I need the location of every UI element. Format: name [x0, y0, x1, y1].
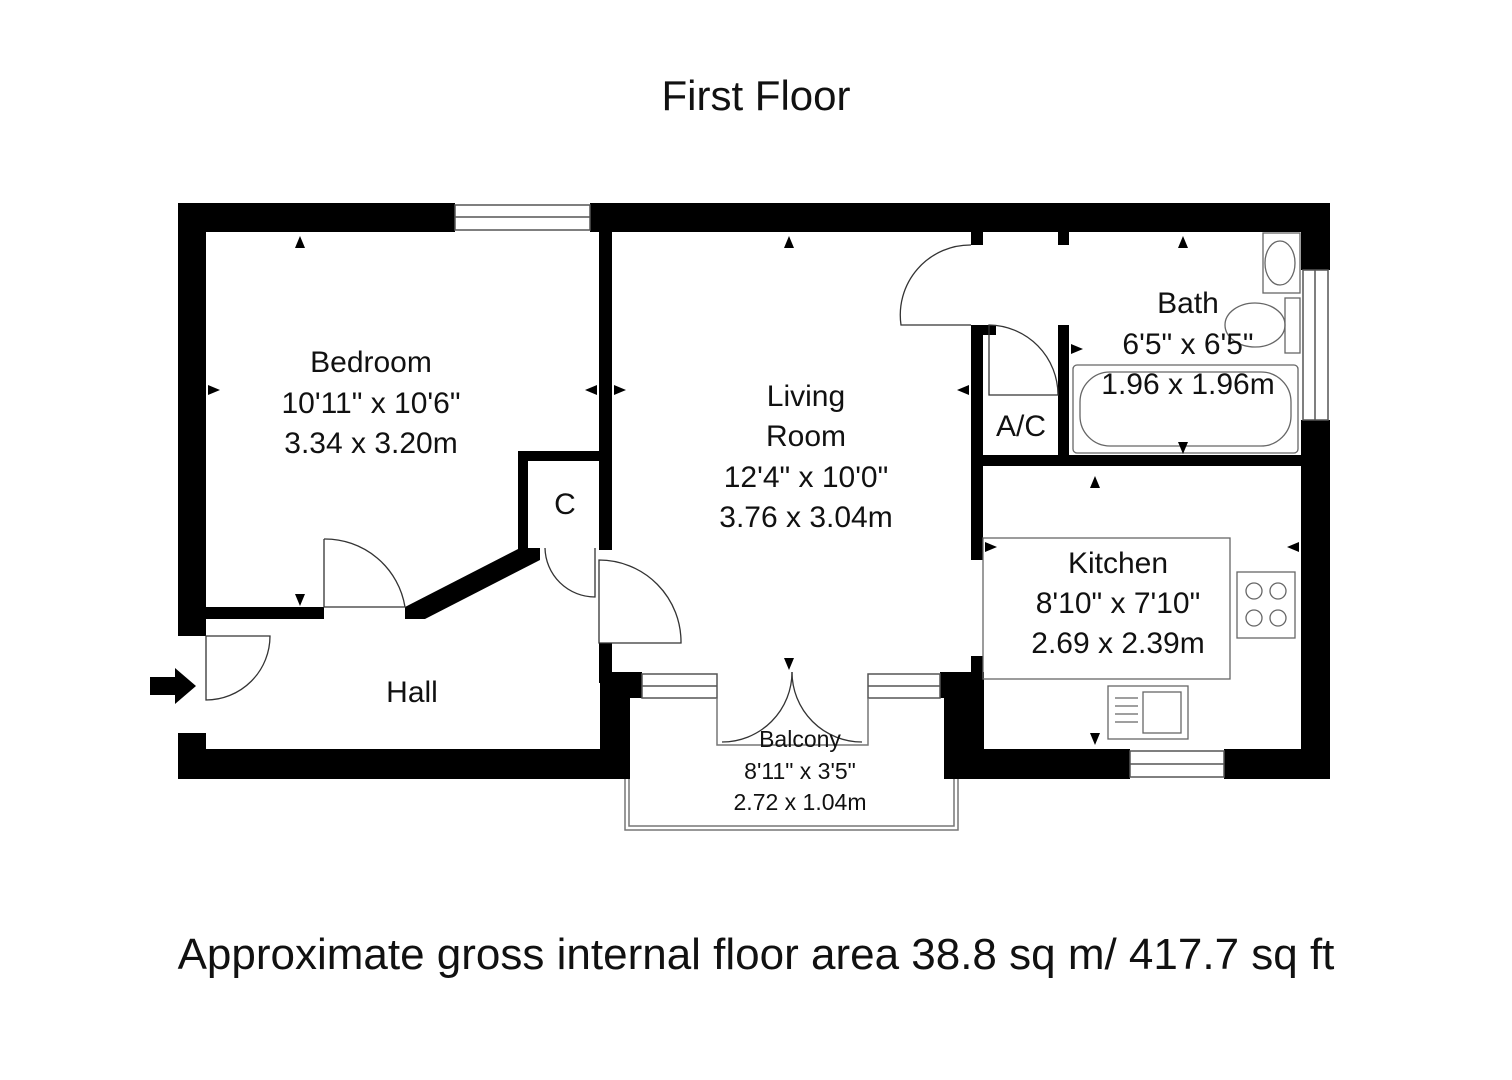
living-top-door [899, 244, 972, 326]
doors [205, 244, 1059, 743]
windows [454, 204, 1329, 778]
basin [1262, 232, 1301, 294]
balcony-metric: 2.72 x 1.04m [734, 789, 867, 815]
toilet-bowl [1224, 302, 1286, 348]
floor-area-note: Approximate gross internal floor area 38… [177, 930, 1335, 979]
bathtub [1072, 364, 1299, 454]
living-name-line1: Living [767, 380, 845, 413]
bath-imperial: 6'5" x 6'5" [1122, 328, 1253, 361]
balcony-name: Balcony [759, 726, 841, 752]
bedroom-metric: 3.34 x 3.20m [284, 427, 457, 460]
hob [1236, 571, 1296, 639]
bedroom-name: Bedroom [310, 346, 432, 379]
cupboard-door [544, 547, 596, 598]
kitchen-imperial: 8'10" x 7'10" [1036, 587, 1201, 620]
ac-name: A/C [996, 410, 1046, 443]
balcony-door-right [791, 671, 863, 743]
ac-door [988, 324, 1059, 396]
entrance-arrow-icon [150, 668, 196, 704]
kitchen-metric: 2.69 x 2.39m [1031, 627, 1204, 660]
cupboard-name: C [554, 488, 576, 521]
hall-name: Hall [386, 676, 438, 709]
bedroom-imperial: 10'11" x 10'6" [282, 387, 461, 420]
living-door [598, 559, 682, 644]
bedroom-door [323, 538, 406, 608]
kitchen-name: Kitchen [1068, 547, 1168, 580]
entrance-door [205, 635, 271, 701]
walls [178, 203, 1330, 779]
bath-name: Bath [1157, 287, 1219, 320]
balcony-outline [624, 698, 959, 831]
balcony-imperial: 8'11" x 3'5" [744, 758, 856, 784]
living-metric: 3.76 x 3.04m [719, 501, 892, 534]
living-imperial: 12'4" x 10'0" [724, 461, 889, 494]
balcony-door-left [721, 671, 793, 743]
dimension-markers [208, 236, 1299, 745]
page-title: First Floor [661, 72, 851, 119]
living-name-line2: Room [766, 420, 846, 453]
toilet-cistern [1284, 297, 1301, 354]
fixtures [982, 232, 1301, 740]
kitchen-sink [1107, 685, 1189, 740]
bath-metric: 1.96 x 1.96m [1101, 368, 1274, 401]
kitchen-worktop [982, 537, 1231, 680]
